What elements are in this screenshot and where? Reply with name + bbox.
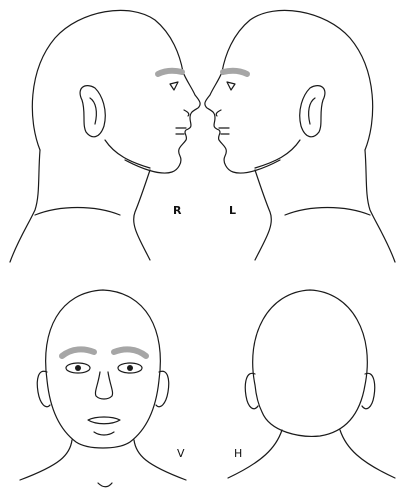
right-profile-shoulder-line	[35, 208, 120, 216]
left-profile-ear	[300, 86, 325, 137]
right-profile-head: R	[10, 10, 200, 262]
right-profile-nostril	[184, 110, 189, 116]
back-view-neck-right	[340, 430, 395, 478]
front-view-pupil-right	[127, 365, 133, 371]
front-view-pupil-left	[75, 365, 81, 371]
front-view-neck-left	[20, 440, 72, 480]
front-view-neck-right	[134, 440, 186, 480]
front-view-chin	[94, 432, 114, 435]
left-profile-outline	[205, 10, 373, 173]
label-back: H	[234, 447, 242, 460]
right-profile-neck-front	[134, 170, 150, 260]
front-view-chin-notch	[98, 483, 112, 487]
right-profile-eyebrow	[158, 71, 182, 74]
left-profile-shoulder-line	[285, 208, 370, 216]
right-profile-ear	[80, 86, 105, 137]
left-profile-eye	[227, 82, 235, 90]
left-profile-ear-inner	[309, 98, 315, 124]
front-view-eyebrow-left	[62, 349, 94, 356]
back-view-head: H	[228, 290, 395, 478]
right-profile-eye	[170, 82, 178, 90]
back-view-outline	[253, 290, 368, 436]
right-profile-mouth	[176, 128, 186, 134]
front-view-eyebrow-right	[114, 349, 146, 356]
left-profile-mouth	[219, 128, 229, 134]
front-view-head: V	[20, 290, 186, 487]
label-front: V	[177, 447, 185, 460]
right-profile-jaw	[105, 140, 150, 168]
label-left: L	[229, 204, 236, 217]
right-profile-outline	[32, 10, 200, 173]
label-right: R	[173, 204, 182, 217]
right-profile-ear-inner	[90, 98, 96, 124]
right-profile-neck-back	[10, 150, 40, 262]
front-view-nose	[95, 372, 112, 399]
left-profile-nostril	[216, 110, 221, 116]
left-profile-neck-back	[365, 150, 395, 262]
left-profile-neck-front	[255, 170, 271, 260]
left-profile-eyebrow	[223, 71, 247, 74]
front-view-mouth	[88, 417, 120, 424]
left-profile-jaw	[255, 140, 300, 168]
left-profile-head: L	[205, 10, 395, 262]
